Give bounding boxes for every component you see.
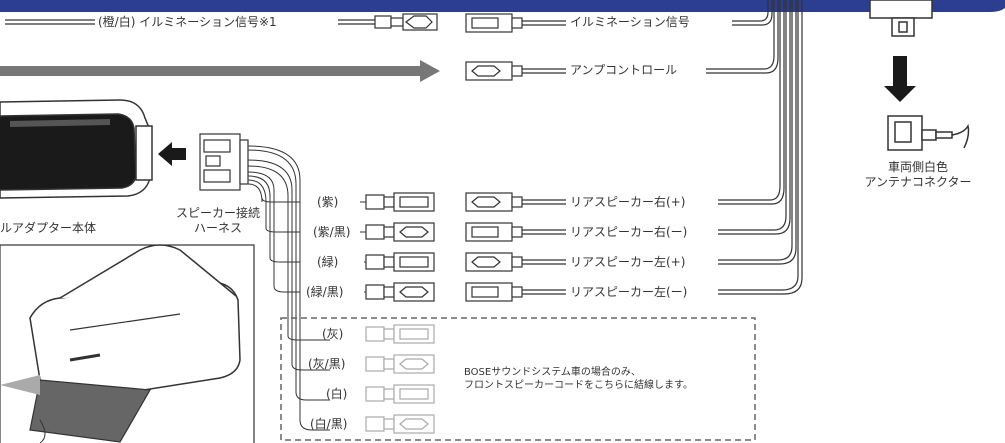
rear-color-0: (紫) [317, 195, 339, 209]
inset-box [0, 244, 255, 443]
rear-color-1: (紫/黒) [313, 225, 351, 239]
amp-control-label: アンプコントロール [570, 63, 678, 77]
illumination-left-label: (橙/白) イルミネーション信号※1 [98, 15, 277, 29]
harness-label-line1: スピーカー接続 [175, 206, 260, 220]
right-connectors [465, 13, 523, 302]
bose-note: BOSEサウンドシステム車の場合のみ、 フロントスピーカーコードをこちらに結線し… [464, 366, 693, 392]
harness-label: スピーカー接続 ハーネス [168, 206, 268, 236]
insert-arrow [158, 142, 186, 166]
bose-color-0: (灰) [322, 327, 344, 341]
illumination-wire-left [5, 19, 375, 25]
bose-note-line1: BOSEサウンドシステム車の場合のみ、 [464, 367, 641, 378]
rear-label-2: リアスピーカー左(+) [570, 255, 686, 269]
illumination-right-label: イルミネーション信号 [570, 15, 690, 29]
antenna-plug [869, 0, 933, 37]
bose-color-2: (白) [326, 387, 348, 401]
adapter-body-label: ルアダプター本体 [0, 221, 97, 235]
rear-color-3: (緑/黒) [306, 285, 344, 299]
adapter-body [0, 99, 153, 199]
rear-color-2: (緑) [317, 255, 339, 269]
right-bundle-wires [706, 0, 803, 295]
down-arrow [884, 56, 916, 102]
amp-arrow [0, 60, 440, 82]
harness-label-line2: ハーネス [193, 221, 242, 235]
bose-dashed-box [280, 317, 756, 441]
rear-label-1: リアスピーカー右(ー) [570, 225, 688, 239]
right-short-wires [522, 20, 566, 295]
header-band [0, 0, 1005, 12]
bose-connectors [365, 324, 435, 434]
antenna-label: 車両側白色 アンテナコネクター [836, 160, 1000, 190]
bose-color-1: (灰/黒) [308, 357, 346, 371]
harness-connector [199, 133, 249, 191]
antenna-label-line1: 車両側白色 [887, 160, 948, 174]
antenna-connector [887, 115, 970, 151]
rear-label-3: リアスピーカー左(ー) [570, 285, 688, 299]
rear-label-0: リアスピーカー右(+) [570, 195, 686, 209]
bose-color-3: (白/黒) [310, 417, 348, 431]
harness-wires [247, 145, 366, 431]
rear-connectors-left [365, 192, 435, 302]
illumination-connector-left [374, 13, 438, 31]
antenna-label-line2: アンテナコネクター [864, 175, 972, 189]
bose-note-line2: フロントスピーカーコードをこちらに結線します。 [464, 380, 693, 391]
